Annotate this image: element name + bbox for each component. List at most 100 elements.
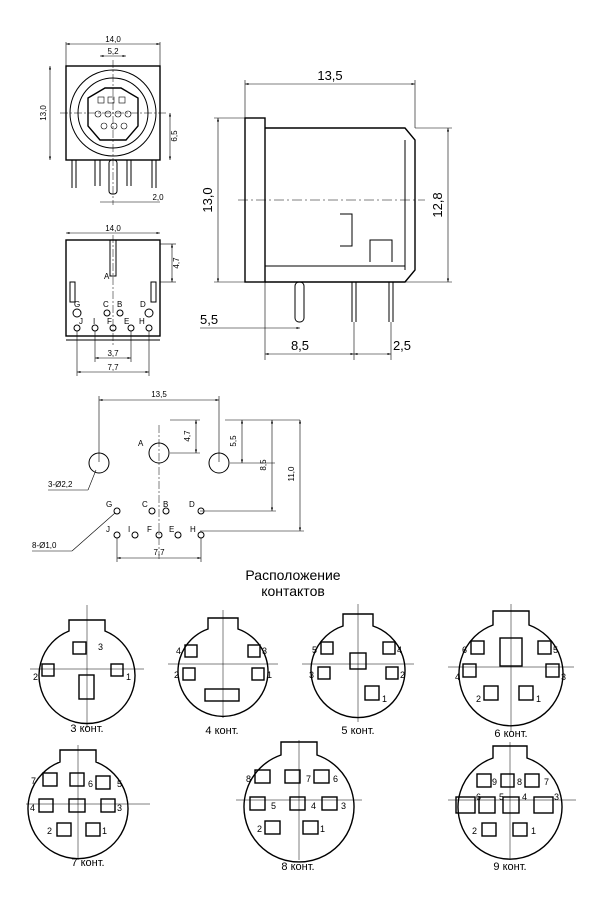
bottom-label-a: A [104,272,110,281]
p3-caption: 3 конт. [70,723,103,735]
p8-caption: 8 конт. [281,861,314,873]
front-center-dim: 6,5 [170,130,179,142]
p9-pin-9: 9 [492,777,497,787]
fp-label-j: J [106,525,110,534]
p7-pin-3: 3 [117,803,122,813]
p5-pin-1: 1 [382,694,387,704]
pinout-variant-7: 7 6 5 4 3 2 1 7 конт. [26,745,150,869]
bottom-label-c: C [103,300,109,309]
side-lead-a [294,281,305,323]
p6-pin-1: 1 [536,694,541,704]
p8-pin-8: 8 [246,774,251,784]
side-height2-dim: 12,8 [430,192,445,217]
bottom-span1-dim: 3,7 [107,349,119,358]
p5-pin-4: 4 [397,645,402,655]
pcb-footprint: 13,5 A 4,7 5,5 8,5 11,0 G C B D J I F E … [32,390,304,562]
bottom-label-i: I [93,317,95,326]
fp-label-d: D [189,500,195,509]
p9-pin-2: 2 [472,826,477,836]
pinout-variant-9: 9 8 7 6 5 4 3 2 1 9 конт. [448,742,576,873]
p8-pin-2: 2 [257,824,262,834]
p8-pin-5: 5 [271,801,276,811]
fp-hole-right [208,452,230,474]
pinout-variant-4: 4 3 2 1 4 конт. [168,610,278,737]
pinout-title-line1: Расположение [245,567,340,583]
p9-pin-7: 7 [544,777,549,787]
front-pin-holes [94,96,132,130]
fp-label-e: E [169,525,174,534]
p3-pin-1: 1 [126,672,131,682]
p9-pin-6: 6 [476,792,481,802]
p8-pin-1: 1 [320,824,325,834]
side-pitch-dim: 2,5 [393,338,411,353]
front-pin-dim: 2,0 [152,193,164,202]
p6-pin-5: 5 [553,645,558,655]
front-leads [71,159,157,195]
bottom-holes [72,308,154,332]
side-body [265,127,416,283]
bottom-label-h: H [139,317,145,326]
pinout-variant-3: 3 2 1 3 конт. [30,605,144,735]
fp-length-dim: 13,5 [151,390,167,399]
front-view: 14,0 5,2 13,0 6,5 2,0 [39,35,179,205]
side-pinpos-dim: 8,5 [291,338,309,353]
p6-pin-6: 6 [462,645,467,655]
bottom-view: A G C B D J I F E H 14,0 4,7 3,7 7,7 [65,224,181,376]
fp-big-holes-note: 3-Ø2,2 [48,480,73,489]
bottom-label-b: B [117,300,122,309]
p9-pin-4: 4 [522,792,527,802]
p9-pin-8: 8 [517,777,522,787]
p6-caption: 6 конт. [494,728,527,740]
bottom-width-dim: 14,0 [105,224,121,233]
p4-pin-2: 2 [174,670,179,680]
p5-pin-2: 2 [400,670,405,680]
p8-pin-6: 6 [333,774,338,784]
front-width-dim: 14,0 [105,35,121,44]
p7-pin-1: 1 [102,826,107,836]
pinout-title-line2: контактов [261,583,325,599]
bottom-span2-dim: 7,7 [107,363,119,372]
p8-pin-3: 3 [341,801,346,811]
p7-pin-4: 4 [30,803,35,813]
socket-shell [87,87,139,141]
p4-caption: 4 конт. [205,725,238,737]
bottom-label-f: F [107,317,112,326]
bottom-label-g: G [74,300,80,309]
p4-pin-4: 4 [176,646,181,656]
p7-pin-2: 2 [47,826,52,836]
p9-pin-1: 1 [531,826,536,836]
fp-d1-dim: 4,7 [183,430,192,442]
side-offset-dim: 5,5 [200,312,218,327]
front-inner-dim: 5,2 [107,47,119,56]
p4-pin-3: 3 [262,646,267,656]
p6-pin-2: 2 [476,694,481,704]
fp-label-i: I [128,525,130,534]
p7-pin-5: 5 [117,779,122,789]
fp-label-a: A [138,439,144,448]
p6-pin-3: 3 [561,672,566,682]
p9-pin-3: 3 [554,792,559,802]
front-height-dim: 13,0 [39,105,48,121]
p9-caption: 9 конт. [493,861,526,873]
p7-caption: 7 конт. [71,857,104,869]
pinout-variant-6: 6 5 4 3 2 1 6 конт. [448,604,574,740]
p8-pin-4: 4 [311,801,316,811]
fp-small-holes-note: 8-Ø1,0 [32,541,57,550]
p5-pin-3: 3 [309,670,314,680]
fp-d4-dim: 11,0 [287,466,296,482]
p3-pin-3: 3 [98,642,103,652]
fp-label-h: H [190,525,196,534]
side-length-dim: 13,5 [317,68,342,83]
fp-label-c: C [142,500,148,509]
p5-pin-5: 5 [312,645,317,655]
fp-span-dim: 7,7 [153,548,165,557]
p4-pin-1: 1 [267,670,272,680]
p5-caption: 5 конт. [341,725,374,737]
pinout-variant-5: 5 4 3 2 1 5 конт. [302,604,414,737]
side-view: 13,5 13,0 12,8 5,5 8,5 2,5 [200,68,452,360]
bottom-label-d: D [140,300,146,309]
p6-pin-4: 4 [455,672,460,682]
fp-label-b: B [163,500,168,509]
fp-label-g: G [106,500,112,509]
